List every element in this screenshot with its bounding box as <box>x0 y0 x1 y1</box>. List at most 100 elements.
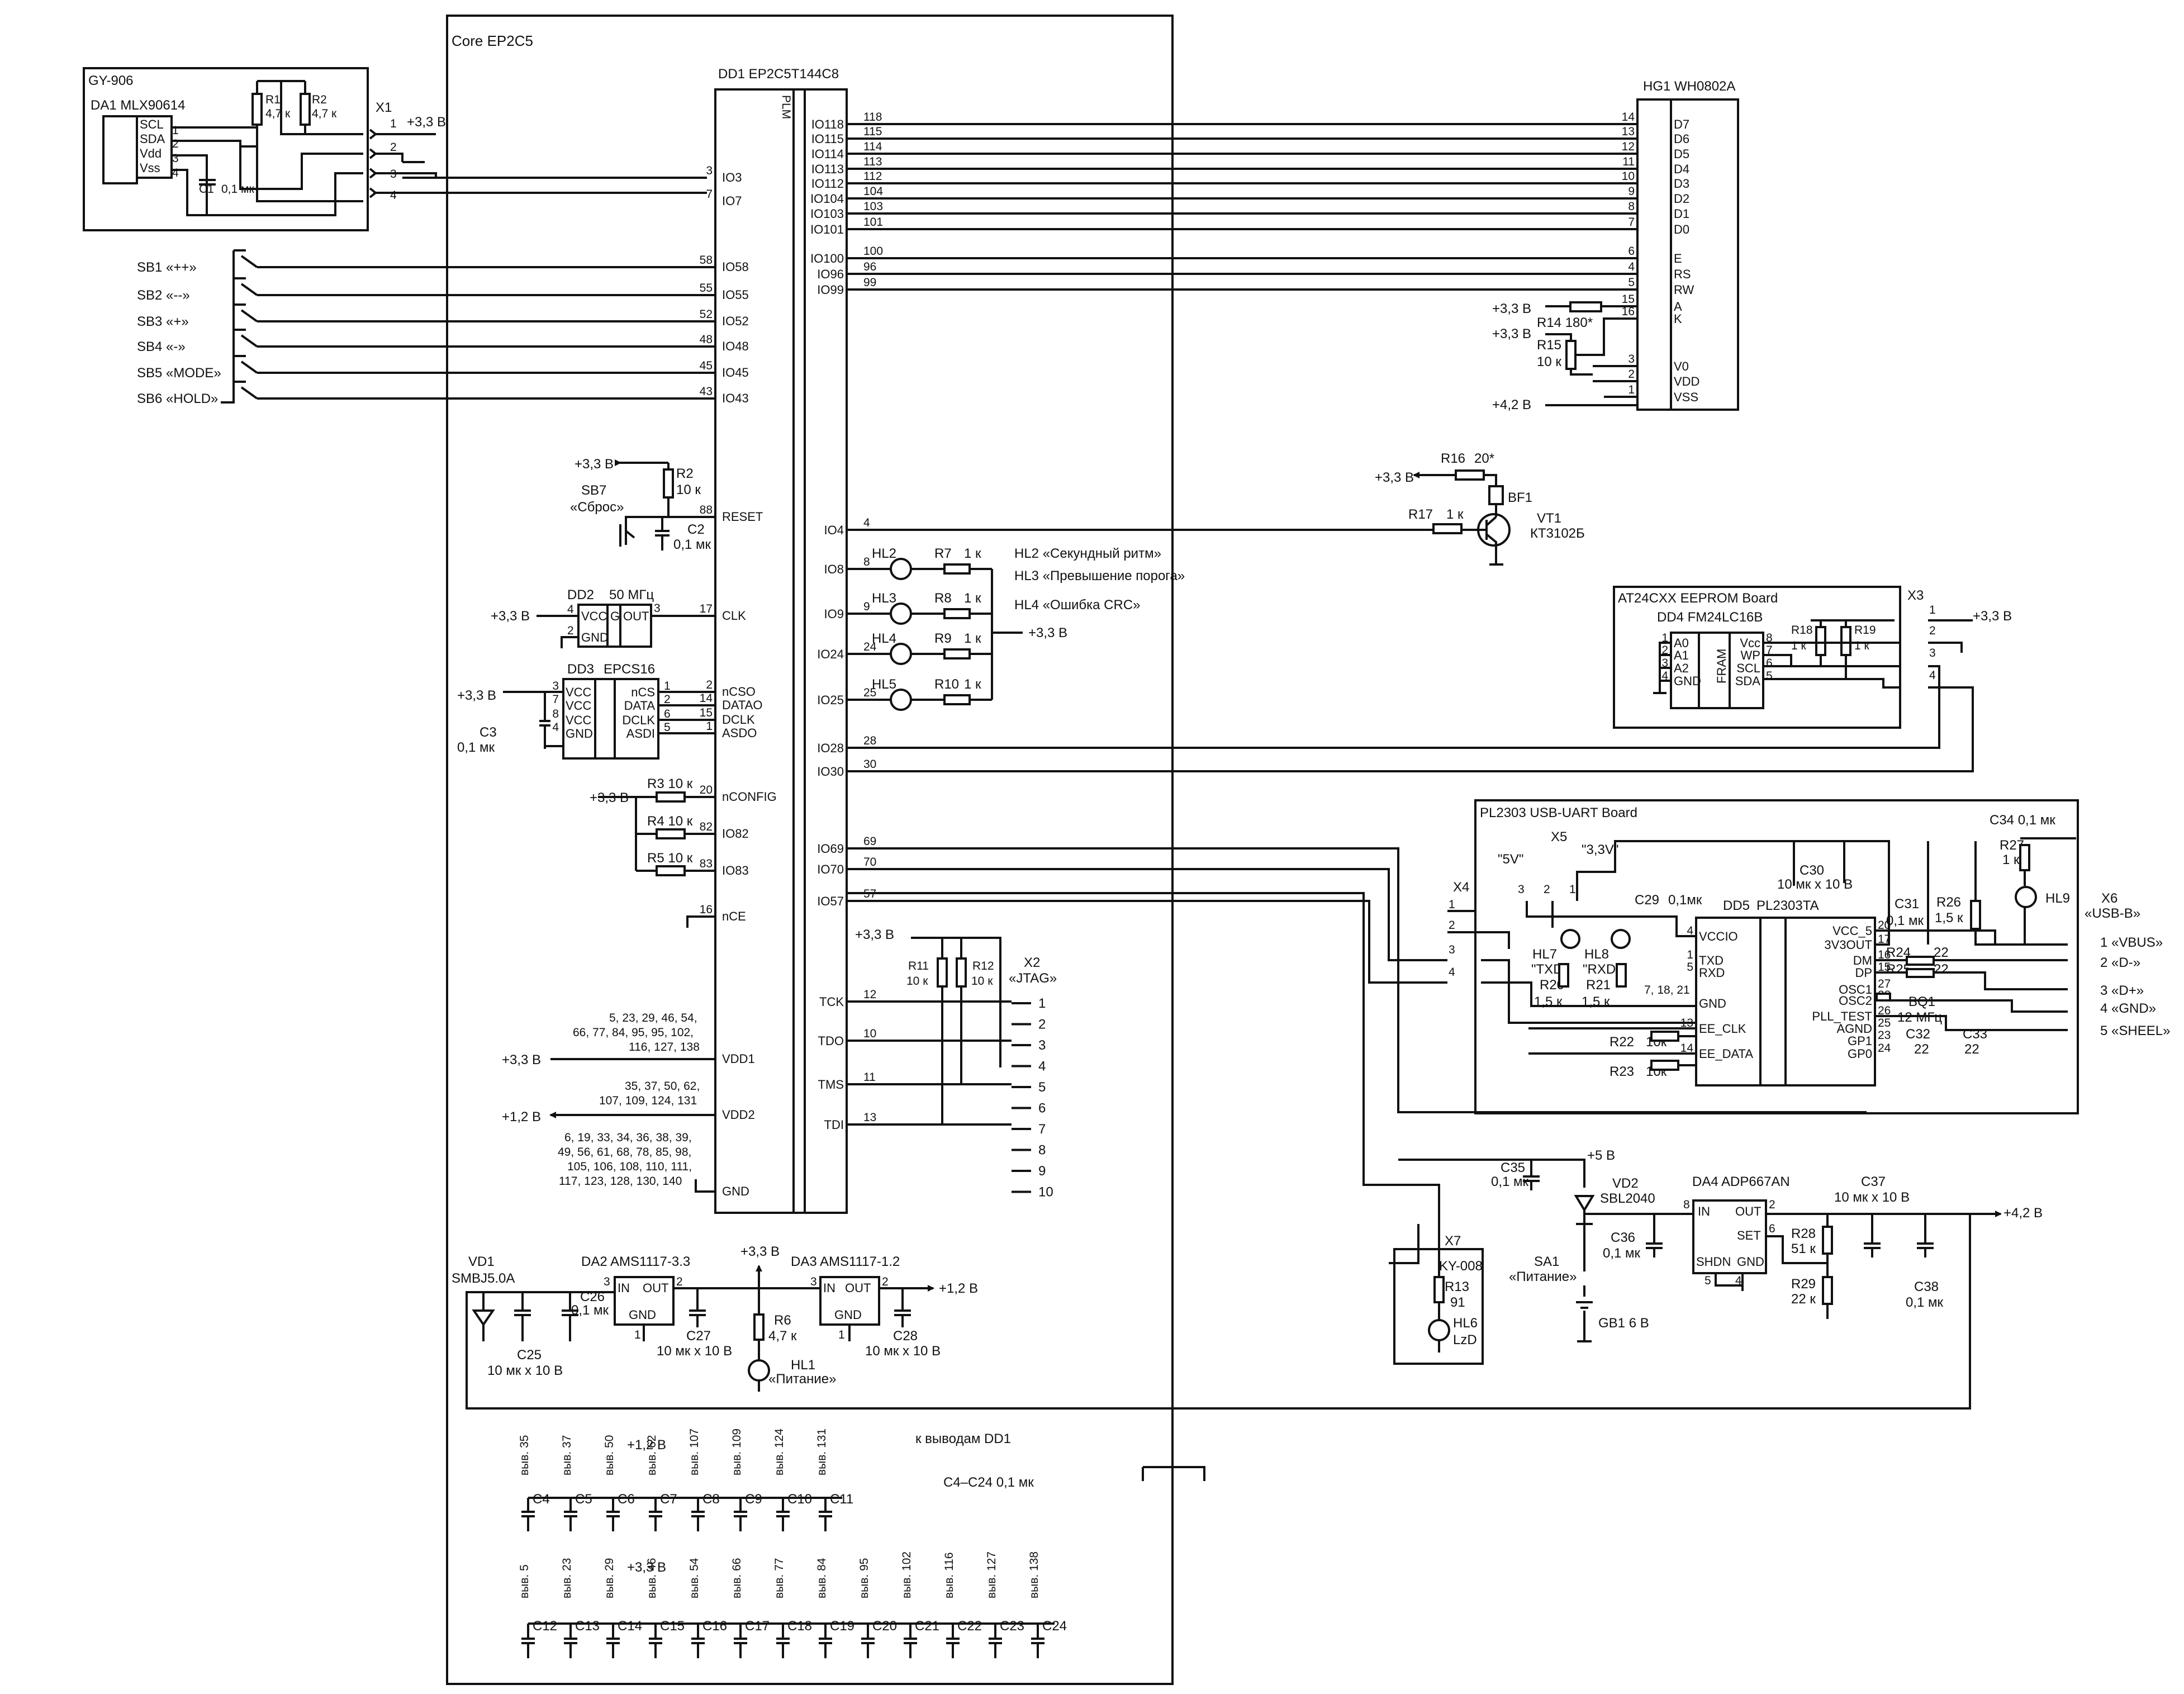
da4-pin-shdn: SHDN <box>1696 1255 1731 1269</box>
dd1-right-pin-tms: TMS <box>818 1078 844 1092</box>
decoupling-pin-label: выв. 62 <box>645 1435 658 1475</box>
decoupling-cap-symbol <box>521 1624 535 1658</box>
r16-resistor <box>1455 469 1485 481</box>
x1-sockets <box>369 129 378 198</box>
dd1-right-pin-tdo: TDO <box>818 1034 844 1048</box>
dd4-left-num-3: 4 <box>1661 670 1668 682</box>
hl8-led-icon <box>1611 929 1631 949</box>
x5-label: X5 <box>1551 829 1567 844</box>
dd4-right-num-2: 6 <box>1766 657 1773 670</box>
dd3-right-num-1: 2 <box>664 693 671 706</box>
hg1-pin-rs: RS <box>1674 267 1691 281</box>
vt1-part: КТ3102Б <box>1530 526 1585 541</box>
dd2-pin-vcc: VCC <box>581 609 607 623</box>
dd1-right-pinnum-4: 4 <box>863 516 870 529</box>
dd1-left-pin-io48: IO48 <box>722 339 749 353</box>
decoupling-cap-c14: C14 <box>618 1619 642 1634</box>
decoupling-cap-c4: C4 <box>533 1492 550 1507</box>
c27-name: C27 <box>686 1328 711 1344</box>
hg1-pinnum-12: 12 <box>1622 140 1635 153</box>
x6-pin-1: 1 «VBUS» <box>2100 935 2163 950</box>
dd4-right-num-3: 5 <box>1766 670 1773 682</box>
dd3-right-num-3: 5 <box>664 721 671 734</box>
decoupling-cap-c11: C11 <box>830 1492 853 1507</box>
decoupling-rail1: +1,2 В <box>627 1437 666 1453</box>
r3-label: R3 10 к <box>647 776 693 791</box>
decoupling-cap-symbol <box>734 1498 747 1531</box>
dd1-left-pin-io3: IO3 <box>722 170 742 184</box>
button-label-sb1: SB1 «++» <box>137 260 197 275</box>
reset-supply: +3,3 В <box>575 457 614 472</box>
c1-value: 0,1 мк <box>221 183 254 196</box>
decoupling-cap-c13: C13 <box>575 1619 600 1634</box>
dd5-right-pin-pll_test: PLL_TEST <box>1812 1009 1872 1023</box>
button-sb2-switch <box>232 277 715 300</box>
dd1-left-pin-vdd1: VDD1 <box>722 1052 755 1066</box>
r4-resistor <box>656 828 686 839</box>
c2-value: 0,1 мк <box>673 537 711 552</box>
r22-name: R22 <box>1609 1035 1634 1050</box>
vd1-part: SMBJ5.0A <box>452 1271 515 1286</box>
decoupling-cap-symbol <box>734 1624 747 1658</box>
dd1-right-pin-io104: IO104 <box>810 192 844 206</box>
dd4-body <box>1670 632 1764 709</box>
hg1-pin-vdd: VDD <box>1674 374 1699 388</box>
decoupling-pin-label: выв. 5 <box>518 1564 531 1598</box>
bf1-label: BF1 <box>1508 490 1532 505</box>
r18-name: R18 <box>1791 624 1813 637</box>
led-hl5-name: HL5 <box>872 677 896 692</box>
r28-resistor <box>1822 1226 1833 1255</box>
da2-label: DA2 AMS1117-3.3 <box>581 1254 690 1269</box>
r26-value: 1,5 к <box>1935 910 1963 926</box>
bq1-name: BQ1 <box>1908 994 1935 1009</box>
dd1-right-pin-io100: IO100 <box>810 252 844 265</box>
r6-name: R6 <box>774 1313 791 1328</box>
jtag-wires <box>847 937 1012 1126</box>
jtag-pin-4: 4 <box>1038 1059 1046 1074</box>
x1-pin-2: 2 <box>390 141 397 154</box>
hl1-name: HL1 <box>791 1358 815 1373</box>
vdd2-rail: +1,2 В <box>502 1109 541 1124</box>
gnd-pins-line2: 49, 56, 61, 68, 78, 85, 98, <box>558 1146 691 1159</box>
gy906-title: GY-906 <box>88 73 134 88</box>
dd1-right-pinnum-104: 104 <box>863 185 883 198</box>
decoupling-cap-c16: C16 <box>702 1619 727 1634</box>
r19-value: 1 к <box>1854 639 1870 652</box>
decoupling-cap-symbol <box>776 1498 790 1531</box>
c2-name: C2 <box>687 522 705 537</box>
config-wires <box>598 796 715 928</box>
dd1-right-pin-io103: IO103 <box>810 207 844 221</box>
hl7-led-icon <box>1560 929 1580 949</box>
x6-name: «USB-B» <box>2085 906 2140 921</box>
dd1-left-pinnum-20: 20 <box>700 784 713 796</box>
dd1-right-pin-io114: IO114 <box>811 147 844 161</box>
r4-label: R4 10 к <box>647 814 693 829</box>
dd4-left-pin-2: A2 <box>1674 661 1689 675</box>
dd4-right-pin-2: SCL <box>1736 661 1760 675</box>
vd2-name: VD2 <box>1612 1176 1639 1191</box>
hg1-pinnum-13: 13 <box>1622 125 1635 138</box>
c3-name: C3 <box>479 725 497 740</box>
c32-value: 22 <box>1914 1042 1929 1057</box>
decoupling-cap-symbol <box>606 1624 620 1658</box>
dd2-num-2: 2 <box>567 624 574 637</box>
led-hl3-name: HL3 <box>872 591 896 606</box>
hg1-pin-v0: V0 <box>1674 359 1689 373</box>
r29-name: R29 <box>1791 1277 1816 1292</box>
dd4-left-num-1: 2 <box>1661 644 1668 657</box>
x7-laser-module: X7 KY-008 R13 91 HL6 LzD <box>847 892 1484 1365</box>
decoupling-pin-label: выв. 107 <box>688 1429 701 1475</box>
dd1-right-pin-io24: IO24 <box>817 647 844 661</box>
c31-value: 0,1 мк <box>1886 913 1924 928</box>
dd5-right-pin-3v3out: 3V3OUT <box>1824 938 1872 952</box>
decoupling-pin-label: выв. 29 <box>603 1558 616 1598</box>
r2-resistor <box>663 468 674 499</box>
decoupling-pin-label: выв. 46 <box>645 1558 658 1598</box>
dd1-right-pinnum-9: 9 <box>863 600 870 613</box>
decoupling-pin-label: выв. 127 <box>985 1551 998 1598</box>
dd5-left-num-1: 1 <box>1687 948 1693 961</box>
dd1-left-pinnum-14: 14 <box>700 692 713 705</box>
c29-name: C29 <box>1635 893 1659 908</box>
x6-label: X6 <box>2101 891 2117 906</box>
hg1-pin-d1: D1 <box>1674 207 1689 221</box>
